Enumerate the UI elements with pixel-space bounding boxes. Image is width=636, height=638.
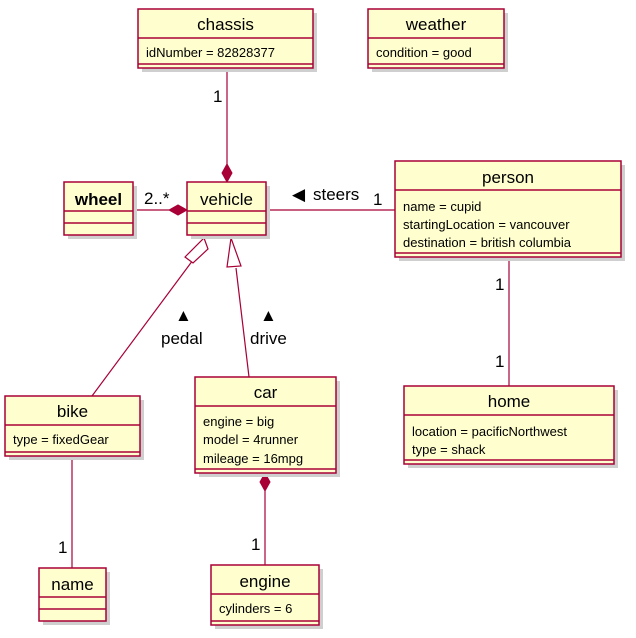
edge-car-vehicle: [235, 267, 250, 378]
composition-diamond: [221, 162, 233, 184]
class-name: home: [488, 392, 531, 411]
class-weather: weather condition = good: [367, 8, 508, 72]
class-name: bike: [57, 402, 88, 421]
composition-diamond: [167, 204, 189, 216]
mult-person-home-top: 1: [495, 275, 504, 294]
class-name: car: [254, 383, 278, 402]
class-name: vehicle: [200, 190, 253, 209]
class-name: wheel: [74, 190, 122, 209]
mult-car-engine: 1: [251, 535, 260, 554]
inheritance-triangle: [184, 236, 209, 264]
class-person: person name = cupid startingLocation = v…: [394, 160, 625, 261]
class-wheel: wheel: [63, 181, 137, 239]
steers-arrow: ◀: [292, 185, 306, 204]
attribute: mileage = 16mpg: [203, 451, 303, 466]
class-name: chassis: [197, 15, 254, 34]
mult-bike-name: 1: [58, 538, 67, 557]
class-chassis: chassis idNumber = 82828377: [137, 8, 317, 72]
class-name: person: [482, 168, 534, 187]
class-name: name: [51, 575, 94, 594]
class-home: home location = pacificNorthwest type = …: [403, 385, 618, 468]
attribute: type = shack: [412, 442, 486, 457]
attribute: cylinders = 6: [219, 601, 292, 616]
attribute: condition = good: [376, 45, 472, 60]
drive-arrow: ▲: [260, 306, 277, 325]
class-engine: engine cylinders = 6: [210, 564, 323, 629]
relations: 1 2..* ◀ steers 1 ▲ pedal ▲ drive 1 1 1 …: [58, 72, 510, 568]
inheritance-triangle: [226, 237, 242, 268]
mult-chassis: 1: [213, 87, 222, 106]
attribute: destination = british columbia: [403, 235, 572, 250]
label-pedal: pedal: [161, 329, 203, 348]
attribute: idNumber = 82828377: [146, 45, 275, 60]
attribute: engine = big: [203, 414, 274, 429]
attribute: model = 4runner: [203, 432, 299, 447]
mult-wheel: 2..*: [144, 189, 170, 208]
pedal-arrow: ▲: [175, 306, 192, 325]
edge-bike-vehicle: [91, 259, 194, 397]
label-drive: drive: [250, 329, 287, 348]
class-bike: bike type = fixedGear: [4, 395, 144, 460]
class-name-box: name: [38, 567, 110, 625]
mult-person-vehicle: 1: [373, 190, 382, 209]
class-vehicle: vehicle: [186, 181, 270, 239]
attribute: startingLocation = vancouver: [403, 217, 570, 232]
attribute: type = fixedGear: [13, 432, 109, 447]
attribute: location = pacificNorthwest: [412, 424, 567, 439]
attribute: name = cupid: [403, 199, 481, 214]
class-car: car engine = big model = 4runner mileage…: [194, 376, 340, 477]
label-steers: steers: [313, 185, 359, 204]
class-name: engine: [239, 572, 290, 591]
mult-person-home-bottom: 1: [495, 352, 504, 371]
class-name: weather: [405, 15, 467, 34]
